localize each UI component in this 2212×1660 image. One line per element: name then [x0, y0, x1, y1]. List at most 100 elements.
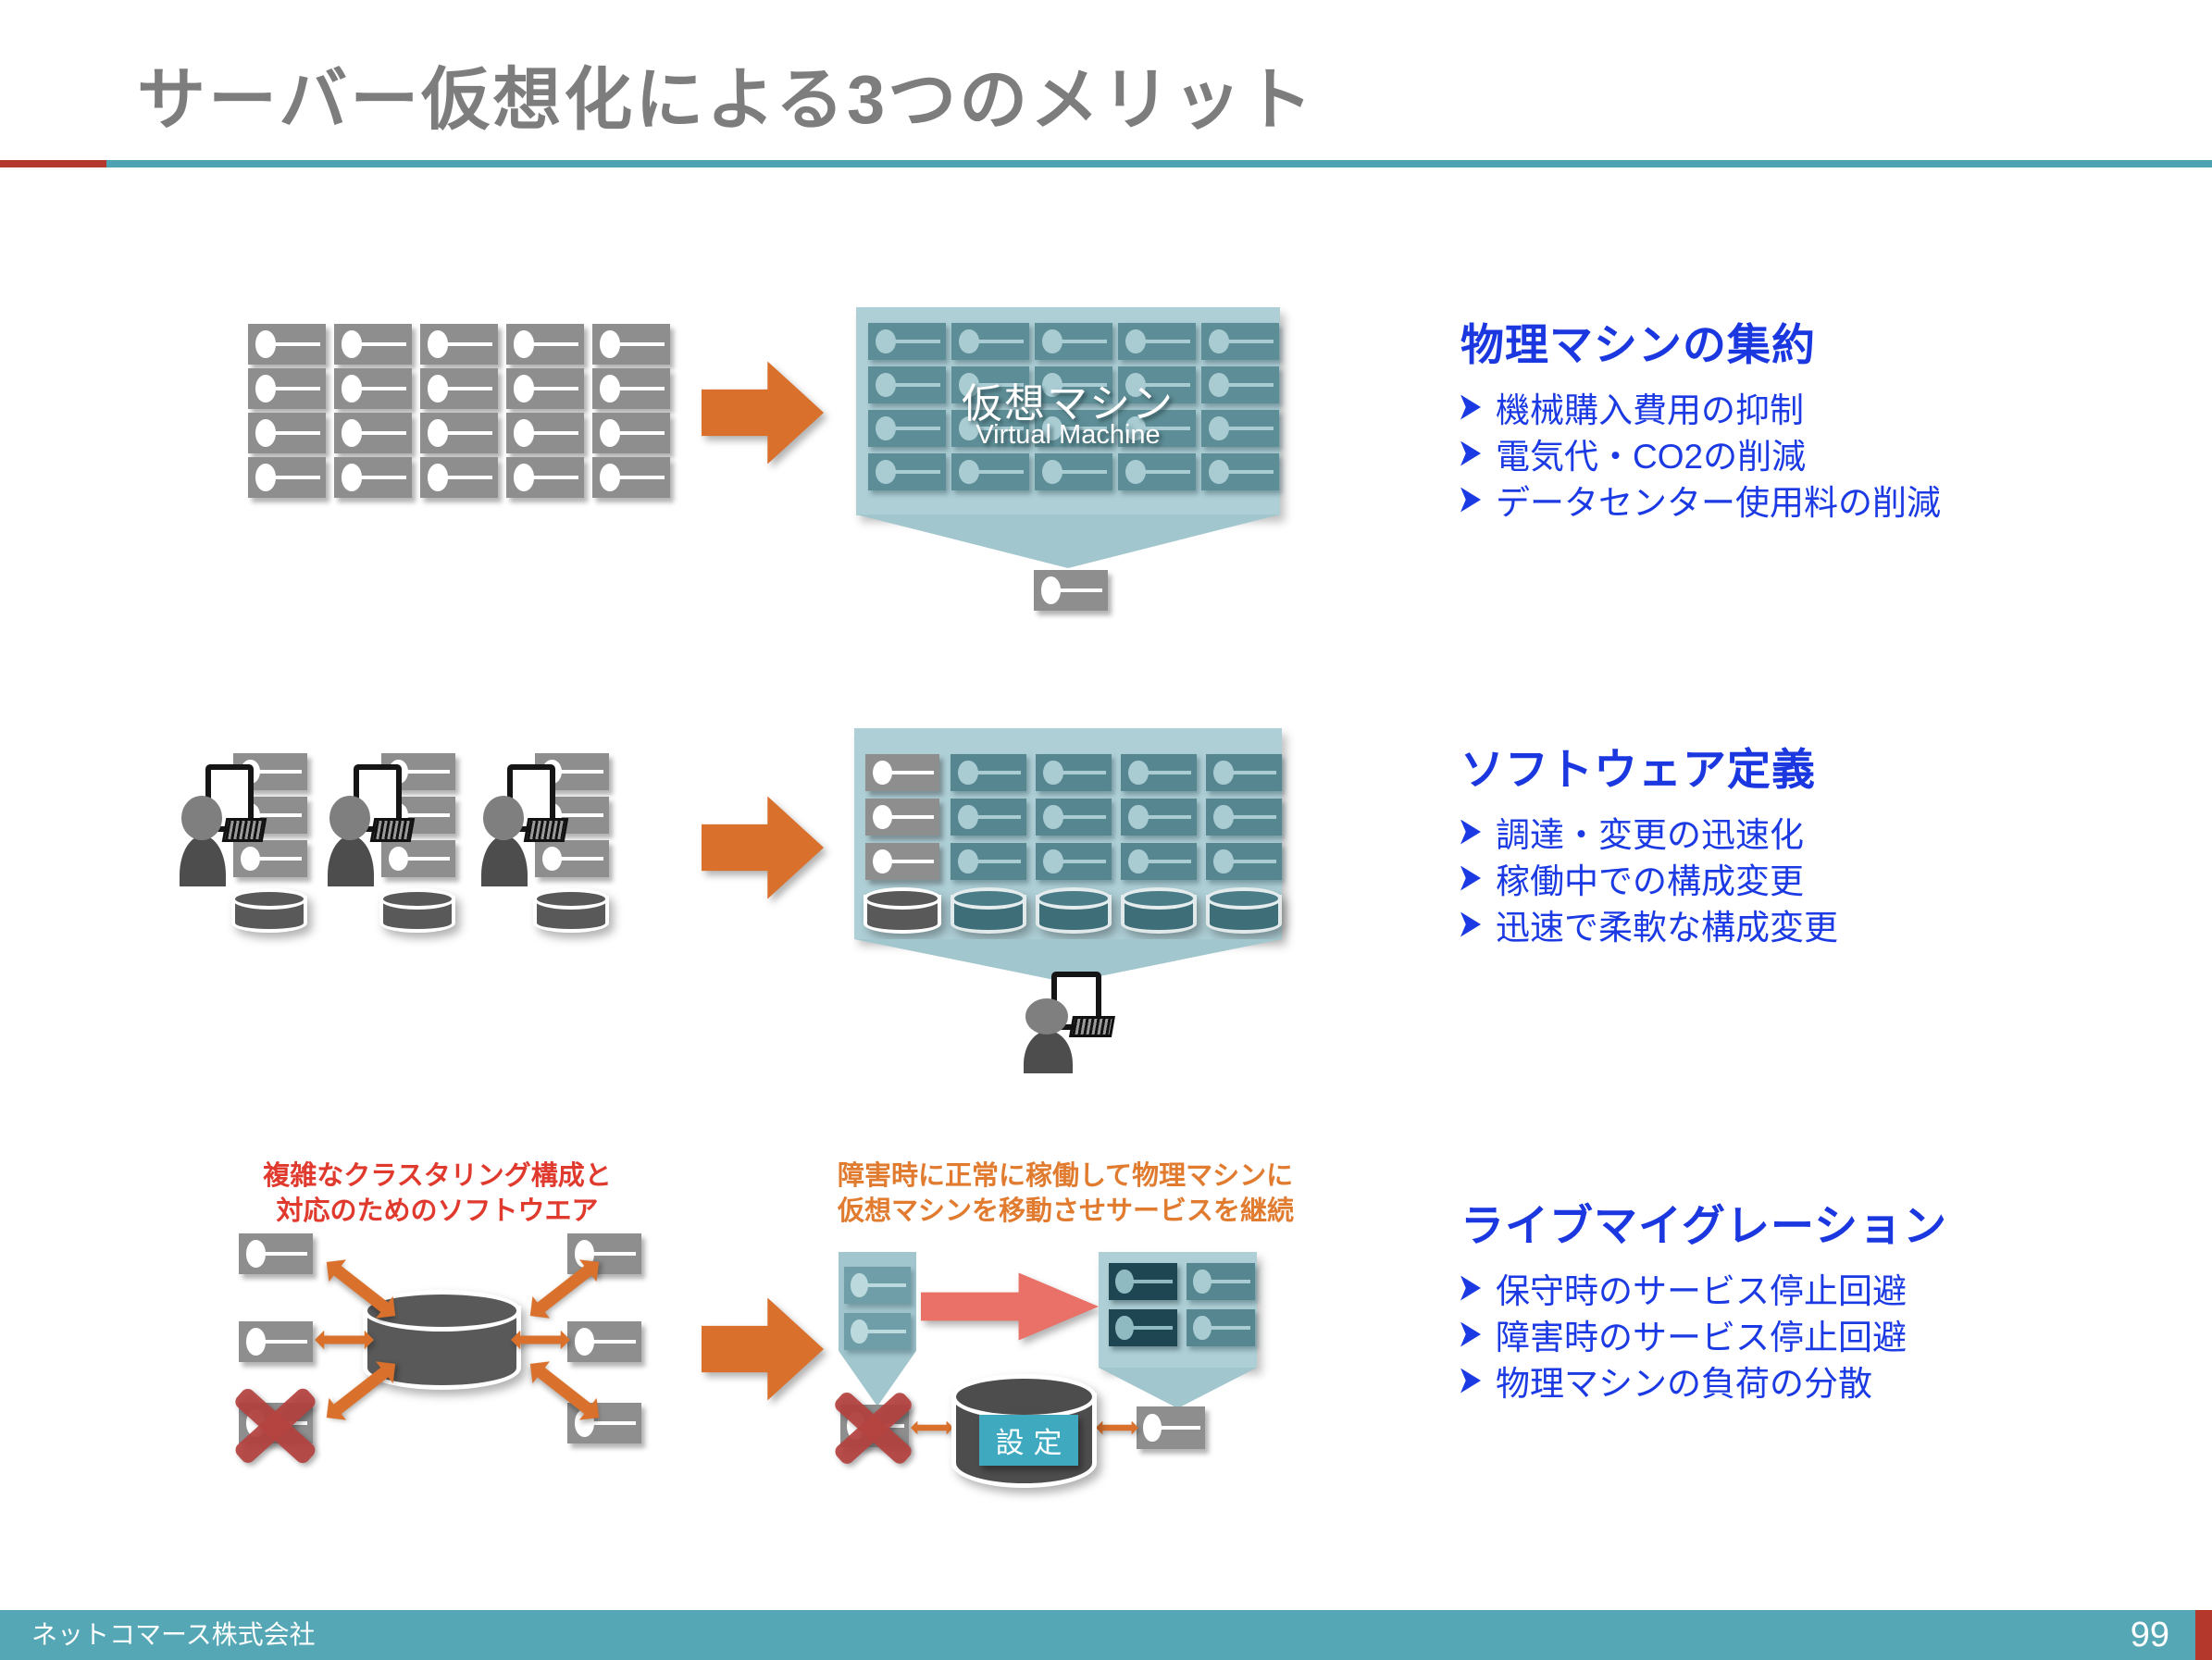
server-icon — [951, 843, 1026, 880]
server-icon — [1036, 754, 1112, 791]
server-icon — [506, 413, 584, 453]
server-icon — [420, 457, 498, 498]
right-arrow-icon — [702, 796, 824, 899]
page-title: サーバー仮想化による3つのメリット — [137, 61, 1316, 138]
cluster-server-icon — [567, 1321, 641, 1362]
bullet-item: 機械購入費用の抑制 — [1460, 384, 2206, 430]
cluster-server-icon — [239, 1233, 313, 1274]
double-arrow-icon — [529, 1259, 600, 1319]
server-icon — [420, 413, 498, 453]
bullet-item: 調達・変更の迅速化 — [1460, 809, 2206, 855]
failover-caption-line2: 仮想マシンを移動させサービスを継続 — [838, 1196, 1295, 1226]
server-icon — [1201, 323, 1279, 360]
bullet-arrow-icon — [1460, 440, 1481, 466]
server-icon — [868, 366, 946, 403]
bullet-item: 電気代・CO2の削減 — [1460, 430, 2206, 477]
server-icon — [248, 457, 326, 498]
server-icon — [1118, 323, 1196, 360]
database-icon — [1121, 887, 1197, 934]
server-icon — [951, 799, 1026, 836]
operator-person-icon — [1020, 972, 1117, 1073]
database-icon — [951, 887, 1026, 934]
failure-x-icon — [831, 1388, 916, 1466]
server-icon — [868, 323, 946, 360]
server-icon — [1036, 799, 1112, 836]
target-host-funnel — [1099, 1368, 1257, 1408]
server-icon — [248, 324, 326, 365]
admin-person-icon — [478, 764, 570, 886]
server-icon — [951, 366, 1029, 403]
double-arrow-icon — [511, 1330, 570, 1350]
failed-host-funnel — [839, 1252, 916, 1406]
section-software-defined: ソフトウェア定義 調達・変更の迅速化 稼働中での構成変更 迅速で柔軟な構成変更 — [1460, 734, 2206, 948]
config-storage-icon: 設定 — [951, 1374, 1097, 1488]
server-icon — [592, 413, 670, 453]
server-icon — [1121, 754, 1197, 791]
cluster-caption-line1: 複雑なクラスタリング構成と — [263, 1161, 612, 1191]
bullet-arrow-icon — [1460, 1321, 1481, 1347]
server-icon — [1201, 453, 1279, 490]
bullet-text: データセンター使用料の削減 — [1496, 484, 1941, 522]
title-underline-teal — [106, 160, 2212, 167]
bullet-text: 機械購入費用の抑制 — [1496, 391, 1804, 429]
server-icon — [420, 324, 498, 365]
server-icon — [1118, 366, 1196, 403]
server-icon — [592, 368, 670, 409]
server-icon — [1118, 410, 1196, 447]
double-arrow-icon — [326, 1259, 396, 1319]
server-icon — [1118, 453, 1196, 490]
server-icon — [1206, 843, 1282, 880]
migration-arrow-icon — [921, 1272, 1099, 1341]
row2-virtual-server-grid — [951, 754, 1282, 880]
server-icon — [951, 453, 1029, 490]
vm-label-jp: 仮想マシン — [962, 381, 1174, 427]
server-icon — [865, 843, 939, 880]
bullet-item: 障害時のサービス停止回避 — [1460, 1311, 2206, 1357]
failover-caption-line1: 障害時に正常に稼働して物理マシンに — [838, 1161, 1294, 1191]
database-icon — [864, 887, 941, 934]
failure-x-icon — [231, 1384, 319, 1466]
settings-label: 設定 — [979, 1415, 1078, 1466]
right-arrow-icon — [702, 361, 824, 465]
software-defined-panel — [854, 728, 1282, 939]
double-arrow-icon — [529, 1361, 600, 1420]
double-arrow-icon — [1096, 1420, 1138, 1435]
admin-person-icon — [324, 764, 416, 886]
server-icon — [381, 840, 455, 877]
server-icon — [1201, 366, 1279, 403]
bullet-arrow-icon — [1460, 394, 1481, 420]
server-icon — [951, 410, 1029, 447]
server-icon — [951, 754, 1026, 791]
bullet-item: 物理マシンの負荷の分散 — [1460, 1357, 2206, 1404]
vm-icon — [1187, 1309, 1255, 1346]
target-host-panel — [1099, 1252, 1257, 1368]
bullet-text: 障害時のサービス停止回避 — [1496, 1319, 1907, 1356]
bullet-text: 稼働中での構成変更 — [1496, 862, 1804, 900]
server-icon — [506, 368, 584, 409]
admin-server-group — [478, 748, 630, 937]
bullet-arrow-icon — [1460, 487, 1481, 513]
bullet-arrow-icon — [1460, 1275, 1481, 1301]
database-icon — [1036, 887, 1112, 934]
virtual-machine-panel: 仮想マシン Virtual Machine — [856, 307, 1280, 515]
migrated-vm-icon — [1109, 1263, 1177, 1300]
section-heading: 物理マシンの集約 — [1460, 320, 1816, 369]
server-icon — [865, 799, 939, 836]
admin-server-group — [324, 748, 477, 937]
bullet-item: 稼働中での構成変更 — [1460, 855, 2206, 901]
double-arrow-icon — [315, 1330, 374, 1350]
row1-virtual-server-grid — [868, 323, 1279, 490]
server-icon — [334, 457, 412, 498]
vm-icon — [844, 1313, 911, 1350]
server-icon — [592, 457, 670, 498]
page-number: 99 — [2130, 1616, 2169, 1654]
migrated-vm-icon — [1109, 1309, 1177, 1346]
footer-accent-bar — [2195, 1610, 2212, 1660]
server-icon — [233, 840, 307, 877]
failover-caption: 障害時に正常に稼働して物理マシンに 仮想マシンを移動させサービスを継続 — [838, 1158, 1295, 1229]
database-icon — [231, 888, 307, 933]
bullet-text: 保守時のサービス停止回避 — [1496, 1272, 1907, 1310]
bullet-item: データセンター使用料の削減 — [1460, 477, 2206, 523]
server-icon — [868, 453, 946, 490]
